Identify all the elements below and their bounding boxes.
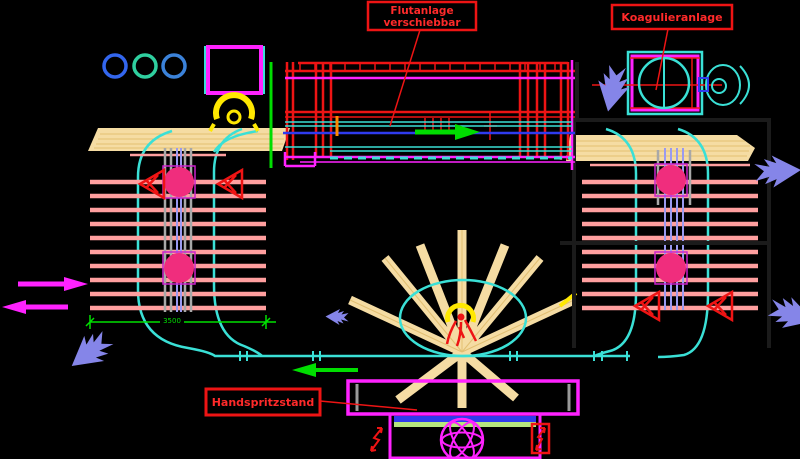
- pump-valve: [698, 77, 709, 92]
- conveyor-track: [136, 127, 710, 361]
- spray-table-posts: [355, 384, 571, 411]
- power-connection-box: [530, 422, 551, 455]
- drive-wheel: [656, 253, 686, 283]
- pump-body: [705, 64, 741, 106]
- dimension-3500: 3500: [85, 315, 276, 329]
- dimension-text-mask: [160, 315, 184, 324]
- hook-arc: [213, 92, 255, 120]
- drum-circle-1: [102, 53, 128, 79]
- flow-splat-arrow-4: [325, 309, 349, 325]
- return-direction-arrow-head: [292, 363, 316, 377]
- koagulieranlage-machine: [592, 50, 750, 116]
- pump-outlet: [739, 65, 750, 105]
- rack-posts: [163, 148, 193, 312]
- koagulier-outer-frame: [626, 50, 704, 116]
- chain-guides: [664, 148, 684, 310]
- operator-limbs: [445, 319, 478, 347]
- exhaust-fan-wheel: [439, 417, 485, 459]
- hook-feet: [208, 123, 260, 132]
- lightning-arrow: [535, 427, 546, 451]
- radial-beam-edges: [349, 230, 575, 353]
- flow-direction-arrow-head: [455, 124, 480, 140]
- hoist-hook: [208, 92, 260, 132]
- fan-blade: [449, 421, 475, 459]
- track-ticks: [239, 351, 628, 361]
- material-out-arrow-head: [2, 300, 26, 314]
- right-feed-table: [566, 135, 755, 161]
- label-flutanlage: Flutanlage verschiebbar: [366, 0, 478, 32]
- drive-wheel: [164, 253, 194, 283]
- label-box: [204, 387, 322, 417]
- label-text: verschiebbar: [383, 17, 461, 29]
- dimension-text: 3500: [163, 317, 181, 325]
- flutanlage-machine: [269, 60, 575, 170]
- right-loop-inner: [657, 127, 710, 359]
- machine-frame-red: [285, 61, 575, 160]
- left-drying-rack: 3500: [85, 148, 276, 329]
- operator-figure: [445, 313, 478, 347]
- right-drying-rack: [558, 62, 771, 348]
- left-loop-outer: [136, 129, 630, 358]
- turntable-centre: [445, 303, 478, 347]
- label-text: Flutanlage: [390, 5, 453, 17]
- machine-conveyor-cyan: [285, 121, 572, 152]
- drive-wheel: [656, 165, 686, 195]
- label-box: [366, 0, 478, 32]
- hoist-hook-small: [445, 303, 476, 323]
- tension-arrow: [215, 167, 244, 201]
- leader-line-handspritzstand: [319, 400, 418, 411]
- drive-wheel-frame: [162, 251, 196, 285]
- flow-splat-arrow-3: [62, 324, 118, 380]
- left-feed-table-slats: [94, 133, 286, 149]
- control-box: [204, 45, 265, 95]
- spray-booth-outline: [560, 62, 771, 348]
- control-box-frame: [206, 45, 263, 95]
- machine-frame-hatch: [285, 63, 575, 140]
- fan-blade: [449, 421, 475, 459]
- drive-wheel: [164, 167, 194, 197]
- tension-arrow: [137, 167, 166, 201]
- pump-unit: [705, 64, 750, 106]
- label-text: Handspritzstand: [212, 396, 315, 409]
- tension-arrow: [632, 289, 661, 323]
- drum-circle-2: [132, 53, 158, 79]
- label-koagulieranlage: Koagulieranlage: [610, 3, 734, 31]
- machine-frame-magenta: [283, 60, 575, 170]
- drive-wheel-frame: [654, 251, 688, 285]
- right-loop-outer: [594, 127, 638, 358]
- track-entry-arc: [212, 129, 259, 153]
- drum-circles: [102, 53, 187, 79]
- leader-line-flutanlage: [389, 29, 421, 127]
- label-box: [610, 3, 734, 31]
- annotations: Flutanlage verschiebbar Koagulieranlage …: [204, 0, 734, 417]
- material-in-arrow-head: [64, 277, 88, 291]
- label-text: Koagulieranlage: [621, 11, 722, 24]
- operator-head: [457, 313, 465, 321]
- right-feed-table-slats: [566, 140, 750, 157]
- handspritzstand-booth: [346, 379, 580, 459]
- pump-hub: [711, 78, 727, 94]
- hook-ring: [226, 109, 242, 125]
- flow-arrows: [2, 63, 800, 380]
- drum-circle-3: [161, 53, 187, 79]
- fan-blade: [441, 431, 483, 449]
- control-box-rails: [204, 46, 265, 94]
- lightning-arrow: [370, 427, 383, 452]
- label-handspritzstand: Handspritzstand: [204, 387, 322, 417]
- leader-line-koagulieranlage: [655, 28, 669, 91]
- tension-arrow: [705, 289, 734, 323]
- flow-splat-arrow-2: [753, 153, 800, 189]
- drive-wheel-frame: [654, 163, 688, 197]
